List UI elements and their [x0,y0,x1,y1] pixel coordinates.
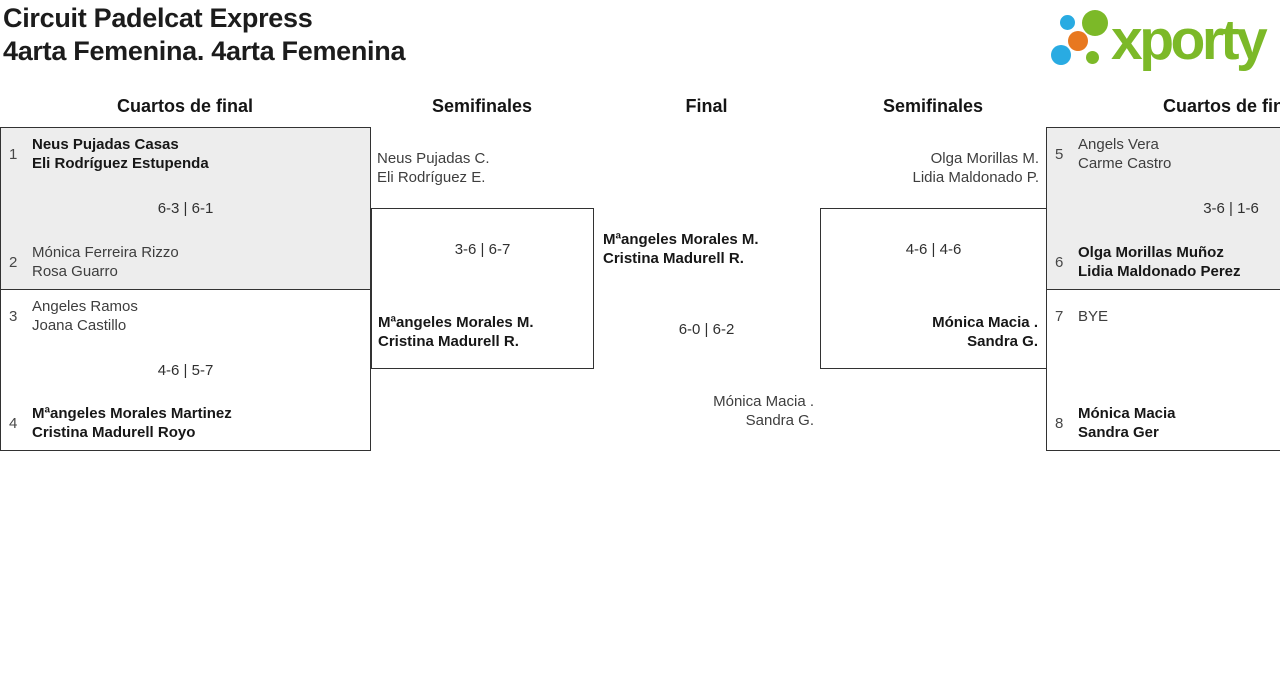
team-row: 8 Mónica Macia Sandra Ger [1055,404,1280,442]
logo-dot-green-small-icon [1086,51,1099,64]
player-name: Angels Vera [1078,136,1159,153]
player-name: Lidia Maldonado Perez [1078,263,1241,280]
team-name: Neus Pujadas Casas Eli Rodríguez Estupen… [32,135,209,173]
player-name: Mªangeles Morales M. [603,231,759,248]
match-qf-left-bottom[interactable]: 3 Angeles Ramos Joana Castillo 4-6 | 5-7… [0,289,371,451]
player-name: Neus Pujadas Casas [32,136,179,153]
team-row: 3 Angeles Ramos Joana Castillo [9,297,360,335]
match-score: 6-3 | 6-1 [157,200,214,217]
match-sf-right[interactable]: 4-6 | 4-6 Mónica Macia . Sandra G. [820,208,1047,369]
team-row: 2 Mónica Ferreira Rizzo Rosa Guarro [9,243,360,281]
match-qf-right-bottom[interactable]: 7 BYE 8 Mónica Macia Sandra Ger [1046,289,1280,451]
category-subtitle: 4arta Femenina. 4arta Femenina [3,36,406,66]
player-name: Joana Castillo [32,317,127,334]
team-name: BYE [1078,307,1108,326]
seed-number: 4 [9,414,18,432]
header-title-block: Circuit Padelcat Express 4arta Femenina.… [3,2,405,68]
player-name: BYE [1078,307,1109,325]
seed-number: 8 [1055,414,1064,432]
logo-dot-orange-icon [1068,31,1088,51]
match-score: 3-6 | 1-6 [1203,200,1259,217]
seed-number: 3 [9,307,18,325]
match-score: 3-6 | 6-7 [454,241,511,258]
team-row: 7 BYE [1055,297,1280,335]
player-name: Eli Rodríguez E. [377,169,486,186]
logo-dot-blue-small-icon [1060,15,1075,30]
team-row: 5 Angels Vera Carme Castro [1055,135,1280,173]
player-name: Sandra G. [967,333,1038,350]
player-name: Mónica Macia . [713,393,814,410]
team-row: 1 Neus Pujadas Casas Eli Rodríguez Estup… [9,135,360,173]
team-name: Angels Vera Carme Castro [1078,135,1171,173]
seed-number: 2 [9,253,18,271]
final-score: 6-0 | 6-2 [678,321,735,338]
player-name: Eli Rodríguez Estupenda [32,155,209,172]
match-score: 4-6 | 5-7 [157,362,214,379]
seed-number: 1 [9,145,18,163]
player-name: Mªangeles Morales Martinez [32,405,232,422]
player-name: Olga Morillas M. [930,150,1039,167]
round-header-left-semifinals: Semifinales [431,96,533,116]
team-name: Mónica Ferreira Rizzo Rosa Guarro [32,243,179,281]
player-name: Sandra Ger [1078,424,1159,441]
player-name: Cristina Madurell R. [603,250,744,267]
final-bottom-team: Mónica Macia . Sandra G. [593,392,814,430]
tournament-title: Circuit Padelcat Express [3,3,313,33]
team-row: 4 Mªangeles Morales Martinez Cristina Ma… [9,404,360,442]
team-name: Mªangeles Morales M. Cristina Madurell R… [378,313,534,351]
player-name: Mónica Macia [1078,405,1176,422]
logo-dot-green-big-icon [1082,10,1108,36]
player-name: Sandra G. [745,412,814,429]
final-top-team: Mªangeles Morales M. Cristina Madurell R… [603,230,759,268]
sf-right-top-team: Olga Morillas M. Lidia Maldonado P. [820,149,1040,187]
player-name: Lidia Maldonado P. [912,169,1040,186]
match-qf-right-top[interactable]: 5 Angels Vera Carme Castro 3-6 | 1-6 6 O… [1046,127,1280,290]
match-sf-left[interactable]: 3-6 | 6-7 Mªangeles Morales M. Cristina … [371,208,594,369]
xporty-logo[interactable]: xporty [1045,3,1280,75]
logo-wordmark: xporty [1111,8,1268,72]
team-name: Olga Morillas Muñoz Lidia Maldonado Pere… [1078,243,1241,281]
logo-dot-blue-big-icon [1051,45,1071,65]
sf-left-top-team: Neus Pujadas C. Eli Rodríguez E. [377,149,490,187]
player-name: Carme Castro [1078,155,1172,172]
player-name: Neus Pujadas C. [377,150,490,167]
team-name: Mªangeles Morales Martinez Cristina Madu… [32,404,232,442]
player-name: Mónica Macia . [932,314,1038,331]
seed-number: 5 [1055,145,1064,163]
team-name: Angeles Ramos Joana Castillo [32,297,138,335]
player-name: Cristina Madurell Royo [32,424,196,441]
round-header-final: Final [685,96,728,116]
team-row: 6 Olga Morillas Muñoz Lidia Maldonado Pe… [1055,243,1280,281]
player-name: Angeles Ramos [32,298,138,315]
round-header-right-quarterfinals: Cuartos de final [1162,96,1280,116]
round-header-left-quarterfinals: Cuartos de final [116,96,254,116]
match-qf-left-top[interactable]: 1 Neus Pujadas Casas Eli Rodríguez Estup… [0,127,371,290]
round-header-right-semifinals: Semifinales [882,96,984,116]
player-name: Olga Morillas Muñoz [1078,244,1224,261]
player-name: Cristina Madurell R. [378,333,519,350]
team-name: Mónica Macia . Sandra G. [932,313,1038,351]
player-name: Rosa Guarro [32,263,118,280]
match-score: 4-6 | 4-6 [905,241,962,258]
player-name: Mªangeles Morales M. [378,314,534,331]
player-name: Mónica Ferreira Rizzo [32,244,179,261]
seed-number: 7 [1055,307,1064,325]
seed-number: 6 [1055,253,1064,271]
team-name: Mónica Macia Sandra Ger [1078,404,1176,442]
